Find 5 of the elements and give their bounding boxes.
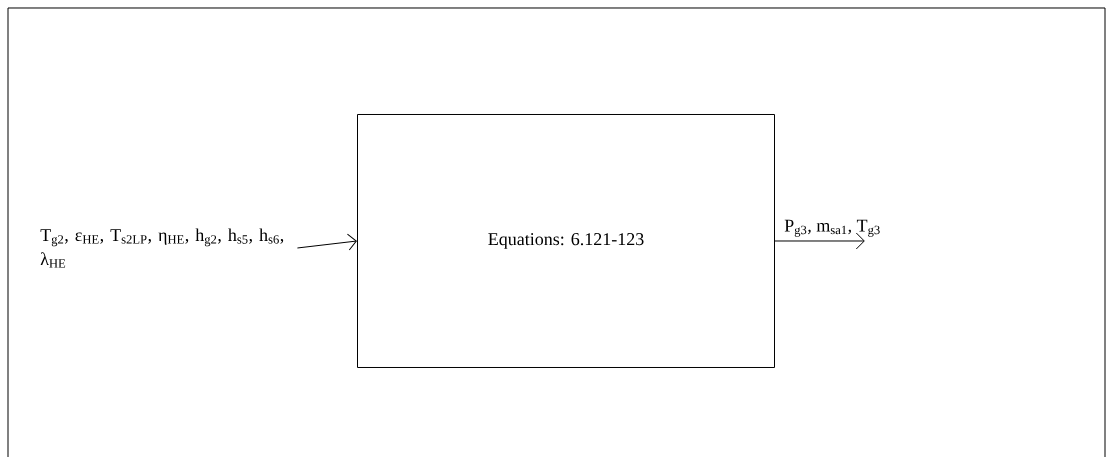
arrow xyxy=(774,232,865,250)
edge-label: P$_{g3}$, m$_{sa1}$, T$_{g3}$ xyxy=(784,219,880,237)
process-box: Equations: 6.121-123 xyxy=(357,114,775,368)
arrow xyxy=(296,233,357,251)
input-variables: T$_{g2}$, ε$_{HE}$, T$_{s2LP}$, η$_{HE}$, h$_{g2}$, h$_{s5}$, h$_{s6}$, λ$_{HE}$ xyxy=(40,228,284,268)
